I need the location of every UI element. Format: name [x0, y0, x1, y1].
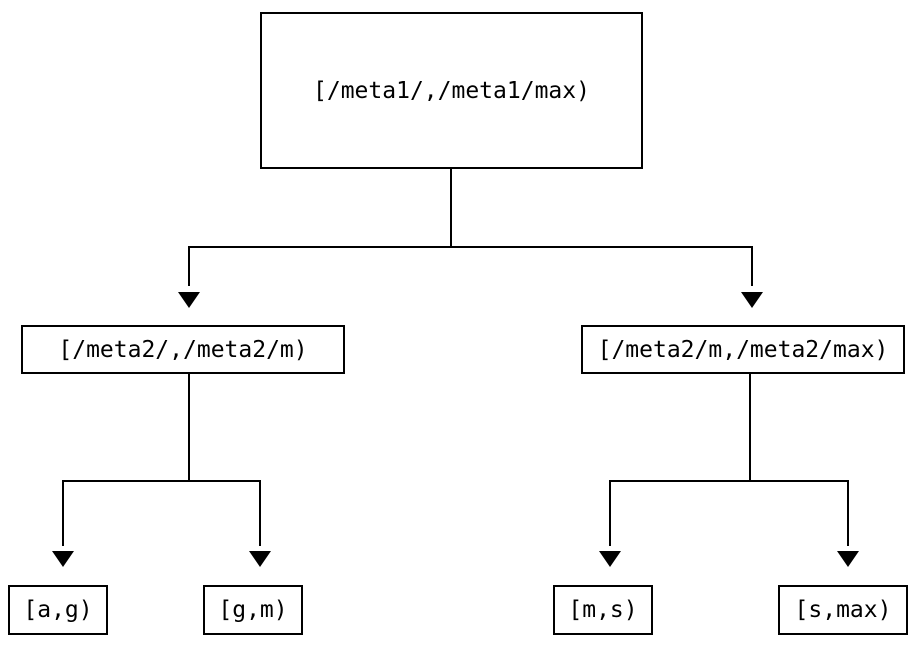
connector-left-to-leaf-ag-drop: [62, 480, 64, 546]
node-leaf-a-g: [a,g): [8, 585, 108, 635]
connector-right-stem: [749, 374, 751, 482]
connector-left-to-leaf-gm-drop: [259, 480, 261, 546]
arrowhead-down-icon: [178, 292, 200, 308]
connector-right-to-leaf-smax-drop: [847, 480, 849, 546]
node-meta2-left-label: [/meta2/,/meta2/m): [58, 336, 308, 363]
node-root-interval: [/meta1/,/meta1/max): [260, 12, 643, 169]
node-leaf-a-g-label: [a,g): [23, 597, 93, 623]
connector-left-stem: [188, 374, 190, 482]
connector-root-stem: [450, 169, 452, 248]
node-meta2-left-interval: [/meta2/,/meta2/m): [21, 325, 345, 374]
connector-root-to-left-drop: [188, 246, 190, 286]
node-meta2-right-label: [/meta2/m,/meta2/max): [597, 336, 889, 363]
connector-right-crossbar: [609, 480, 849, 482]
node-leaf-s-max: [s,max): [778, 585, 908, 635]
connector-left-crossbar: [62, 480, 261, 482]
node-leaf-g-m-label: [g,m): [218, 597, 288, 623]
node-leaf-g-m: [g,m): [203, 585, 303, 635]
connector-root-crossbar: [188, 246, 753, 248]
arrowhead-down-icon: [249, 551, 271, 567]
arrowhead-down-icon: [741, 292, 763, 308]
node-meta2-right-interval: [/meta2/m,/meta2/max): [581, 325, 905, 374]
node-leaf-s-max-label: [s,max): [794, 597, 892, 623]
node-leaf-m-s-label: [m,s): [568, 597, 638, 623]
arrowhead-down-icon: [599, 551, 621, 567]
node-leaf-m-s: [m,s): [553, 585, 653, 635]
connector-root-to-right-drop: [751, 246, 753, 286]
node-root-label: [/meta1/,/meta1/max): [313, 77, 590, 104]
connector-right-to-leaf-ms-drop: [609, 480, 611, 546]
arrowhead-down-icon: [52, 551, 74, 567]
arrowhead-down-icon: [837, 551, 859, 567]
